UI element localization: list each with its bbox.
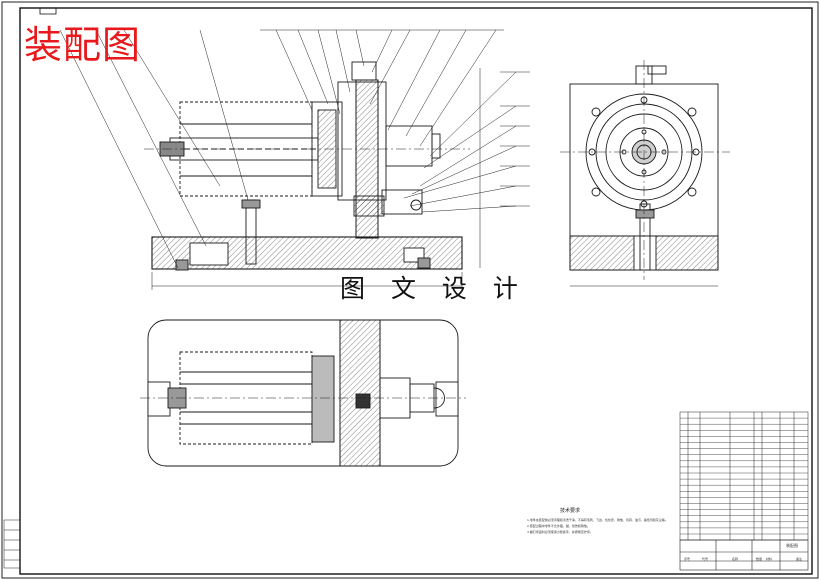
- tech-requirements-title: 技术要求: [560, 508, 581, 514]
- watermark-caption: 图 文 设 计: [340, 274, 527, 303]
- title-header-index: 序号: [684, 557, 691, 561]
- parts-list: [679, 411, 809, 541]
- side-view: [560, 60, 730, 287]
- tech-note: 1.零件在装配前必须清理和清洗干净，不得有毛刺、飞边、氧化皮、锈蚀、切屑、油污、…: [527, 518, 668, 522]
- title-drawing-name: 装配图: [786, 543, 798, 548]
- leader-lines: [59, 29, 530, 269]
- title-header-code: 代号: [702, 557, 709, 561]
- title-header-remark: 备注: [796, 557, 803, 561]
- tech-note: 2.装配过程中零件不允许磕、碰、划伤和锈蚀。: [527, 524, 590, 528]
- top-view: [140, 319, 466, 467]
- left-revision-strip: [3, 519, 21, 569]
- tech-note: 3.螺钉紧固时必须使用力矩扳手，并按规定拧紧。: [527, 530, 593, 534]
- title-header-material: 材料: [766, 557, 773, 561]
- title-header-qty: 数量: [756, 557, 763, 561]
- drawing-frame: [19, 7, 813, 575]
- front-view: [144, 61, 481, 290]
- title-block: [679, 539, 809, 571]
- parts-list-rows: [680, 417, 808, 535]
- title-header-name: 名称: [732, 557, 739, 561]
- drawing-title-stamp: 装配图: [24, 23, 142, 67]
